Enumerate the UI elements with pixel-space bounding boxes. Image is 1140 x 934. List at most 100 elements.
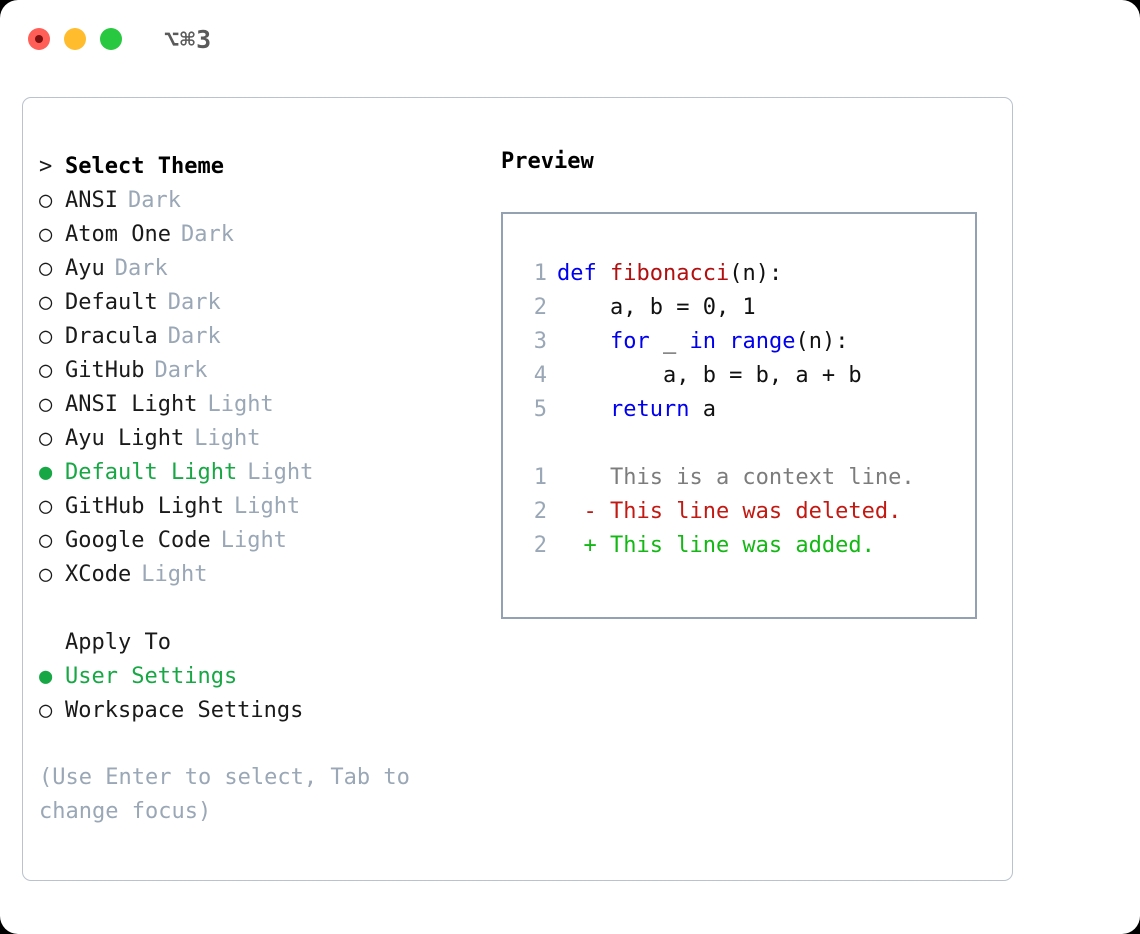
- radio-unselected-icon: ○: [39, 561, 53, 587]
- radio-selected-icon: ●: [39, 663, 53, 689]
- theme-picker-header: > Select Theme: [39, 149, 479, 183]
- minimize-button[interactable]: [64, 28, 86, 50]
- radio-unselected-icon: ○: [39, 323, 53, 349]
- theme-option-kind-badge: Dark: [167, 289, 221, 315]
- theme-option-label: GitHub Light: [65, 493, 224, 519]
- theme-option-label: Ayu: [65, 255, 105, 281]
- code-line-text: return a: [557, 397, 716, 422]
- apply-to-header: Apply To: [39, 625, 479, 659]
- apply-to-option-workspace-settings[interactable]: ○ Workspace Settings: [39, 693, 479, 727]
- diff-line-deleted: 2 - This line was deleted.: [517, 494, 975, 528]
- radio-unselected-icon: ○: [39, 425, 53, 451]
- theme-option-kind-badge: Light: [220, 527, 287, 553]
- keyboard-hint-text: (Use Enter to select, Tab to change focu…: [39, 765, 410, 824]
- preview-title: Preview: [501, 149, 594, 174]
- line-number: 5: [533, 396, 547, 422]
- theme-option-kind-badge: Dark: [127, 187, 181, 213]
- code-token-plain: [557, 329, 610, 354]
- diff-line-text: + This line was added.: [557, 532, 875, 558]
- diff-line-context: 1 This is a context line.: [517, 460, 975, 494]
- theme-option-ayu-light[interactable]: ○ Ayu Light Light: [39, 421, 479, 455]
- theme-option-kind-badge: Dark: [154, 357, 208, 383]
- theme-option-label: GitHub: [65, 357, 145, 383]
- line-number: 1: [533, 260, 547, 286]
- radio-unselected-icon: ○: [39, 527, 53, 553]
- code-line-text: def fibonacci(n):: [557, 261, 782, 286]
- radio-unselected-icon: ○: [39, 357, 53, 383]
- title-bar: ⌥⌘3: [0, 0, 1140, 78]
- theme-picker-header-label: Select Theme: [65, 153, 224, 179]
- theme-option-label: Ayu Light: [65, 425, 185, 451]
- code-token-plain: _: [649, 328, 690, 354]
- code-token-kw: return: [609, 396, 690, 422]
- line-number: 2: [533, 294, 547, 320]
- traffic-lights: [28, 28, 122, 50]
- section-spacer: [39, 591, 479, 625]
- apply-to-option-label: User Settings: [65, 663, 238, 689]
- theme-option-kind-badge: Light: [233, 493, 301, 519]
- theme-option-kind-badge: Light: [207, 391, 274, 417]
- code-token-plain: (n):: [729, 260, 783, 286]
- radio-unselected-icon: ○: [39, 697, 53, 723]
- close-button[interactable]: [28, 28, 50, 50]
- code-token-plain: a, b = 0, 1: [557, 294, 756, 320]
- code-diff-spacer: [517, 426, 975, 460]
- radio-unselected-icon: ○: [39, 289, 53, 315]
- code-token-kw: def: [557, 260, 610, 286]
- code-line: 4 a, b = b, a + b: [517, 358, 975, 392]
- diff-line-added: 2 + This line was added.: [517, 528, 975, 562]
- theme-option-ansi-light[interactable]: ○ ANSI Light Light: [39, 387, 479, 421]
- theme-option-label: ANSI Light: [65, 391, 198, 417]
- apply-to-list: ● User Settings ○ Workspace Settings: [39, 659, 479, 727]
- theme-option-kind-badge: Light: [194, 425, 261, 451]
- theme-option-label: ANSI: [65, 187, 118, 213]
- prompt-caret-icon: >: [39, 153, 53, 179]
- code-token-plain: [716, 329, 729, 354]
- line-number: 2: [533, 498, 547, 524]
- code-line: 2 a, b = 0, 1: [517, 290, 975, 324]
- line-number: 1: [533, 464, 547, 490]
- line-number: 3: [533, 328, 547, 354]
- radio-unselected-icon: ○: [39, 255, 53, 281]
- code-line: 3 for _ in range(n):: [517, 324, 975, 358]
- code-token-kw: in: [689, 328, 716, 354]
- theme-option-kind-badge: Dark: [114, 255, 168, 281]
- theme-option-label: Default Light: [65, 459, 238, 485]
- code-token-fn: fibonacci: [609, 260, 730, 286]
- apply-to-option-user-settings[interactable]: ● User Settings: [39, 659, 479, 693]
- code-line: 1 def fibonacci(n):: [517, 256, 975, 290]
- code-token-kw: range: [729, 328, 796, 354]
- line-number: 2: [533, 532, 547, 558]
- code-line-text: a, b = b, a + b: [557, 363, 862, 388]
- code-token-plain: a, b = b, a + b: [557, 362, 862, 388]
- theme-option-ayu[interactable]: ○ Ayu Dark: [39, 251, 479, 285]
- code-token-kw: for: [609, 328, 650, 354]
- theme-option-github-light[interactable]: ○ GitHub Light Light: [39, 489, 479, 523]
- diff-line-text: This is a context line.: [557, 464, 915, 490]
- radio-unselected-icon: ○: [39, 391, 53, 417]
- zoom-button[interactable]: [100, 28, 122, 50]
- radio-selected-icon: ●: [39, 459, 53, 485]
- theme-option-github[interactable]: ○ GitHub Dark: [39, 353, 479, 387]
- radio-unselected-icon: ○: [39, 493, 53, 519]
- code-token-plain: [557, 397, 610, 422]
- apply-to-option-label: Workspace Settings: [65, 697, 304, 723]
- theme-option-kind-badge: Dark: [167, 323, 221, 349]
- radio-unselected-icon: ○: [39, 221, 53, 247]
- apply-to-header-label: Apply To: [65, 629, 171, 655]
- theme-option-label: Atom One: [65, 221, 171, 247]
- keyboard-shortcut-label: ⌥⌘3: [164, 24, 213, 54]
